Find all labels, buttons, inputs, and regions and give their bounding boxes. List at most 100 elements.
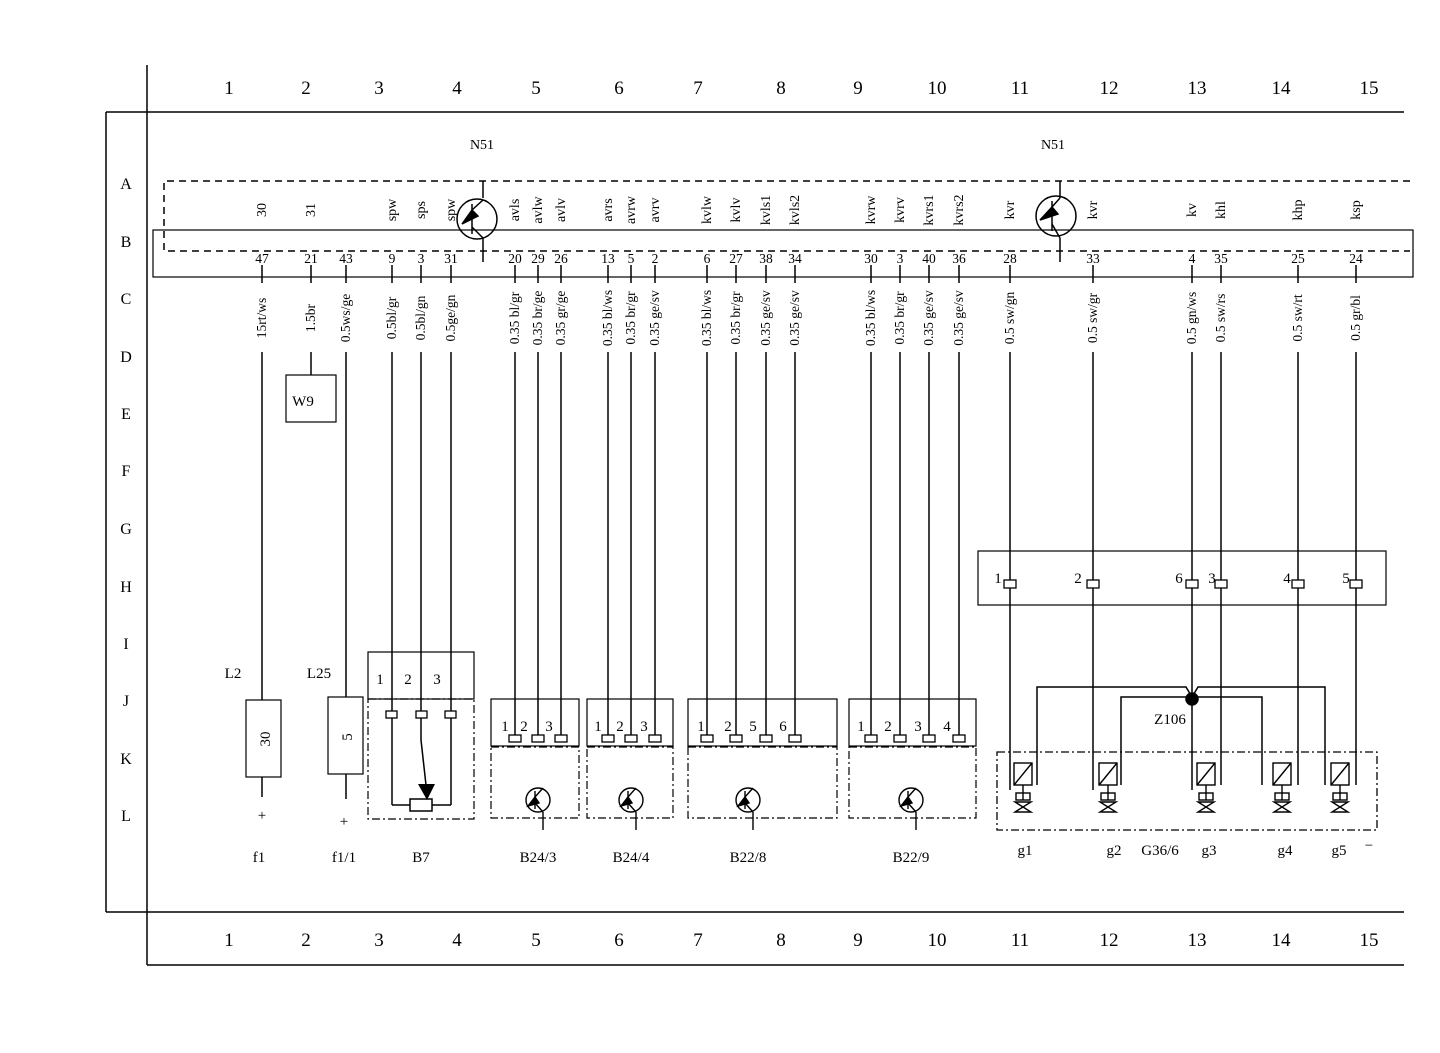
signal-label: kvrv	[893, 197, 908, 223]
wire-spec: 15rt/ws	[254, 298, 269, 339]
terminal-pin: 28	[1003, 251, 1017, 266]
connector-pin: 5	[1342, 571, 1350, 587]
column-number: 4	[452, 930, 462, 951]
signal-label: kvls1	[759, 195, 774, 225]
terminal-pin: 38	[759, 251, 773, 266]
terminal-pin: 36	[952, 251, 966, 266]
sensor-pin: 4	[943, 719, 951, 735]
row-letter: C	[121, 291, 132, 308]
sensor-pin: 2	[884, 719, 892, 735]
valve-label: g4	[1278, 843, 1294, 859]
splice-z106	[1036, 686, 1326, 790]
column-number: 4	[452, 78, 462, 99]
connector-pin: 6	[1175, 571, 1183, 587]
valve-label: g2	[1107, 843, 1122, 859]
column-number: 8	[776, 930, 786, 951]
column-number: 2	[301, 930, 311, 951]
fuse-f1-1: f1/1	[332, 850, 356, 866]
terminal-pin: 21	[304, 251, 318, 266]
signal-label: khp	[1291, 200, 1306, 221]
sensor-pin: 1	[594, 719, 602, 735]
wire-spec: 0.35 ge/sv	[758, 290, 773, 346]
terminal-pin: 40	[922, 251, 936, 266]
column-number: 3	[374, 78, 384, 99]
sensor-pin: 1	[501, 719, 509, 735]
connector-pin: 1	[994, 571, 1002, 587]
wire-spec: 0.5 gr/bl	[1348, 295, 1363, 341]
valve-label: g1	[1018, 843, 1033, 859]
wire-spec: 0.5 sw/rs	[1213, 294, 1228, 343]
wire-spec: 0.35 ge/sv	[647, 290, 662, 346]
signal-label: sps	[414, 201, 429, 219]
hall-sensor-icon	[735, 787, 761, 830]
column-number: 9	[853, 930, 863, 951]
transistor-icon	[1035, 181, 1077, 262]
fuse-f1: f1	[253, 850, 266, 866]
terminal-pin: 43	[339, 251, 353, 266]
sensor-label: B24/3	[520, 850, 557, 866]
solenoid-valve-icon	[1097, 762, 1119, 813]
column-number: 2	[301, 78, 311, 99]
wire-spec: 0.5bl/gr	[384, 296, 399, 339]
n51-terminals: 304715rt/ws31211.5br430.5ws/gespw90.5bl/…	[254, 194, 1364, 346]
sensor-pin: 6	[779, 719, 787, 735]
row-letter: K	[120, 751, 132, 768]
signal-label: kvrs1	[922, 194, 937, 225]
b7-label: B7	[412, 850, 430, 866]
terminal-pin: 4	[1189, 251, 1196, 266]
signal-label: spw	[385, 198, 400, 221]
connector-pin-socket	[1349, 579, 1363, 589]
wire-spec: 0.35 br/gr	[623, 291, 638, 345]
column-number: 14	[1272, 78, 1292, 99]
connector-pin-socket	[1185, 579, 1199, 589]
column-number: 7	[693, 930, 703, 951]
terminal-pin: 27	[729, 251, 743, 266]
column-number: 10	[928, 930, 947, 951]
l25-plus: +	[340, 814, 348, 830]
valve-label: g5	[1332, 843, 1347, 859]
terminal-pin: 34	[788, 251, 802, 266]
terminal-pin: 6	[704, 251, 711, 266]
column-number: 12	[1100, 78, 1119, 99]
wire-spec: 0.35 bl/gr	[507, 291, 522, 344]
terminal-pin: 9	[389, 251, 396, 266]
solenoid-valve-icon	[1329, 762, 1351, 813]
wire-spec: 0.35 ge/sv	[951, 290, 966, 346]
connector-pin-socket	[1214, 579, 1228, 589]
terminal-pin: 3	[418, 251, 425, 266]
control-unit-n51: N51 N51	[152, 138, 1414, 278]
terminal-pin: 33	[1086, 251, 1100, 266]
terminal-pin: 25	[1291, 251, 1305, 266]
column-number: 6	[614, 930, 624, 951]
signal-label: kvlw	[700, 195, 715, 224]
potentiometer-wiper-icon	[418, 784, 435, 800]
wires	[261, 265, 1357, 790]
wire-spec: 0.35 ge/sv	[787, 290, 802, 346]
signal-label: kvrw	[864, 195, 879, 225]
wire-spec: 0.35 br/ge	[530, 291, 545, 346]
row-letter: E	[121, 406, 131, 423]
wire-spec: 0.35 bl/ws	[699, 290, 714, 346]
wire-spec: 0.35 br/gr	[728, 291, 743, 345]
z106-label: Z106	[1154, 712, 1186, 728]
signal-label: kvlv	[729, 198, 744, 223]
column-number: 6	[614, 78, 624, 99]
signal-label: avrv	[648, 198, 663, 223]
wire-spec: 0.5 sw/gr	[1085, 292, 1100, 343]
row-letter: D	[120, 349, 132, 366]
l2-label: L2	[225, 666, 242, 682]
wire-spec: 0.5ws/ge	[338, 294, 353, 342]
sensor-pin: 2	[724, 719, 732, 735]
row-letter: B	[121, 234, 132, 251]
l2-pin: 30	[258, 732, 274, 747]
row-letter: G	[120, 521, 132, 538]
connector-pin: 2	[1074, 571, 1082, 587]
wire-spec: 0.5 sw/gn	[1002, 292, 1017, 345]
solenoid-valve-icon	[1012, 762, 1034, 813]
